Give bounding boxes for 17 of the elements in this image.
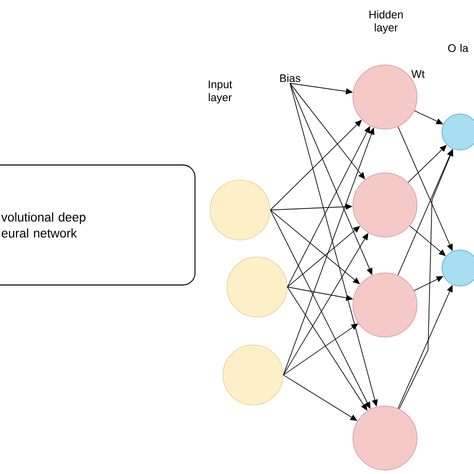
layer-label: O la (448, 44, 468, 52)
input-neuron (222, 344, 284, 406)
hidden-neuron (352, 406, 418, 470)
input-neuron (210, 180, 270, 240)
text-box: volutional deep eural network (0, 164, 196, 286)
bias-label: Bias (280, 74, 300, 82)
output-neuron (442, 250, 474, 286)
arrow (283, 374, 358, 421)
hidden-neuron (352, 272, 418, 338)
hidden-neuron (352, 172, 418, 238)
input-neuron (226, 256, 288, 318)
layer-label: Hidden layer (369, 10, 403, 34)
layer-label: Wt (411, 70, 425, 78)
output-neuron (442, 114, 474, 150)
arrow (414, 276, 444, 292)
layer-label: Input layer (208, 80, 232, 104)
arrow (398, 149, 454, 410)
